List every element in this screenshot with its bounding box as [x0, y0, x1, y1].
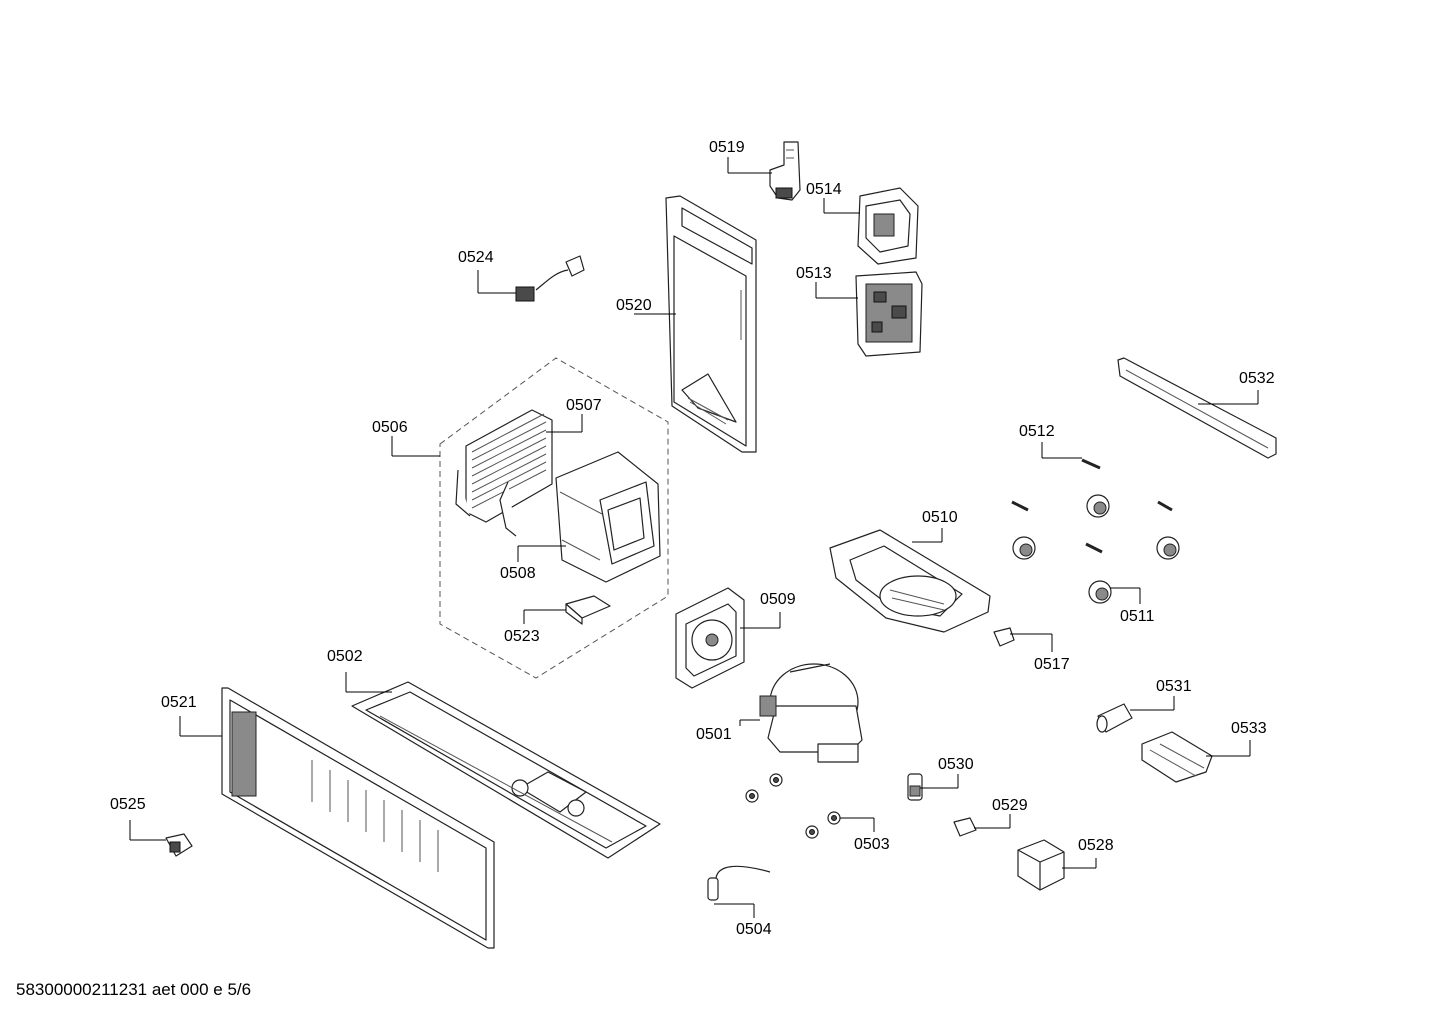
label-0509: 0509 [760, 591, 796, 608]
part-0513-control-board: 0513 [796, 265, 923, 357]
part-0514-housing: 0514 [806, 181, 919, 265]
part-0511-rubber-feet: 0511 [1012, 494, 1180, 625]
label-0507: 0507 [566, 397, 602, 414]
label-0520: 0520 [616, 297, 652, 314]
part-0502-bottom-plate: 0502 [327, 648, 661, 859]
label-0521: 0521 [161, 694, 197, 711]
label-0525: 0525 [110, 796, 146, 813]
label-0529: 0529 [992, 797, 1028, 814]
label-0532: 0532 [1239, 370, 1275, 387]
label-0524: 0524 [458, 249, 494, 266]
label-0528: 0528 [1078, 837, 1114, 854]
label-0506: 0506 [372, 419, 408, 436]
label-0531: 0531 [1156, 678, 1192, 695]
label-0530: 0530 [938, 756, 974, 773]
part-0517-plug: 0517 [993, 627, 1070, 673]
part-0508-fan-housing: 0508 [500, 451, 661, 583]
label-0503: 0503 [854, 836, 890, 853]
label-0523: 0523 [504, 628, 540, 645]
label-0533: 0533 [1231, 720, 1267, 737]
part-0510-base-tray: 0510 [829, 509, 991, 633]
group-0506-label: 0506 [372, 419, 440, 457]
document-reference: 58300000211231 aet 000 e 5/6 [16, 980, 252, 999]
label-0501: 0501 [696, 726, 732, 743]
part-0504-capillary: 0504 [707, 865, 772, 938]
part-0533-holder: 0533 [1141, 720, 1267, 783]
part-0501-compressor: 0501 [696, 663, 863, 763]
label-0517: 0517 [1034, 656, 1070, 673]
part-0512-pins: 0512 [1011, 423, 1173, 554]
part-0520-back-panel: 0520 [616, 195, 757, 453]
group-0506-outline [439, 357, 669, 679]
part-0524-power-cord: 0524 [458, 249, 585, 302]
part-0521-rear-cover: 0521 [161, 687, 495, 949]
label-0519: 0519 [709, 139, 745, 156]
part-0525-clip: 0525 [110, 796, 193, 857]
label-0512: 0512 [1019, 423, 1055, 440]
part-0507-condenser: 0507 [455, 397, 602, 537]
label-0510: 0510 [922, 509, 958, 526]
part-0503-grommets: 0503 [745, 773, 890, 853]
part-0509-fan-cover: 0509 [675, 587, 796, 689]
label-0513: 0513 [796, 265, 832, 282]
label-0508: 0508 [500, 565, 536, 582]
part-0531-capacitor: 0531 [1096, 678, 1192, 733]
part-0519-bracket: 0519 [709, 139, 801, 201]
part-0523-bracket: 0523 [504, 595, 611, 645]
part-0530-relay: 0530 [907, 756, 974, 801]
label-0514: 0514 [806, 181, 842, 198]
label-0502: 0502 [327, 648, 363, 665]
label-0504: 0504 [736, 921, 772, 938]
label-0511: 0511 [1120, 608, 1155, 625]
part-0532-rail: 0532 [1117, 357, 1277, 459]
part-0529-connector: 0529 [953, 797, 1028, 837]
part-0528-box: 0528 [1017, 837, 1114, 891]
